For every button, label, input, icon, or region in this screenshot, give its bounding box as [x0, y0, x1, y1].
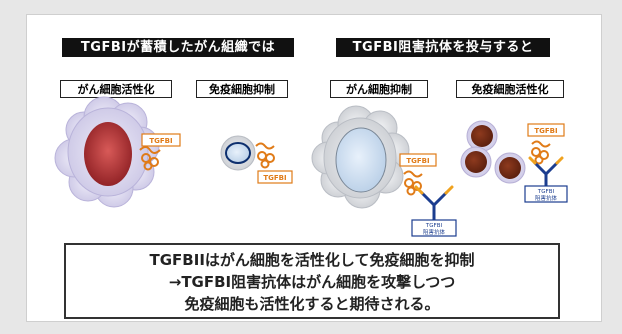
tgfbi-tag [527, 123, 565, 137]
tgfbi-tag [399, 153, 437, 167]
summary-line-1: TGFBIIはがん細胞を活性化して免疫細胞を抑制 [149, 251, 475, 269]
tgfbi-tag-text: TGFBI [406, 157, 429, 165]
cancer-cell-activated [54, 96, 160, 208]
summary-line-3: 免疫細胞も活性化すると期待される。 [184, 295, 440, 313]
tgfbi-tag-text: TGFBI [149, 137, 172, 145]
label-immune-active: 免疫細胞活性化 [456, 80, 564, 98]
antibody-icon [414, 185, 454, 222]
header-left: TGFBIが蓄積したがん組織では [62, 38, 294, 57]
tgfbi-molecule [139, 146, 161, 171]
antibody-tag [411, 219, 457, 237]
tgfbi-molecule [403, 170, 423, 196]
antibody-icon [528, 156, 564, 188]
cancer-nucleus [84, 122, 132, 186]
tgfbi-tag-text: TGFBI [534, 127, 557, 135]
antibody-tag-text-line1: TGFBI [425, 223, 443, 229]
antibody-tag [524, 185, 568, 203]
summary-line-2: →TGFBI阻害抗体はがん細胞を攻撃しつつ [168, 273, 456, 291]
label-cancer-active: がん細胞活性化 [60, 80, 172, 98]
immune-cell-suppressed [220, 135, 256, 171]
tgfbi-tag [257, 170, 293, 184]
tgfbi-molecule [531, 140, 551, 165]
immune-cells-activated [460, 120, 526, 184]
cancer-cell-suppressed [311, 105, 410, 209]
label-cancer-suppressed: がん細胞抑制 [330, 80, 428, 98]
tgfbi-tag-text: TGFBI [263, 174, 286, 182]
antibody-tag-text-line2: 阻害抗体 [423, 228, 446, 236]
antibody-tag-text-line2: 阻害抗体 [535, 194, 558, 202]
summary-box: TGFBIIはがん細胞を活性化して免疫細胞を抑制 →TGFBI阻害抗体はがん細胞… [64, 243, 560, 319]
antibody-tag-text-line1: TGFBI [537, 189, 555, 195]
tgfbi-molecule [255, 142, 275, 169]
header-right: TGFBI阻害抗体を投与すると [336, 38, 550, 57]
label-immune-suppressed: 免疫細胞抑制 [196, 80, 288, 98]
tgfbi-tag [141, 133, 181, 147]
